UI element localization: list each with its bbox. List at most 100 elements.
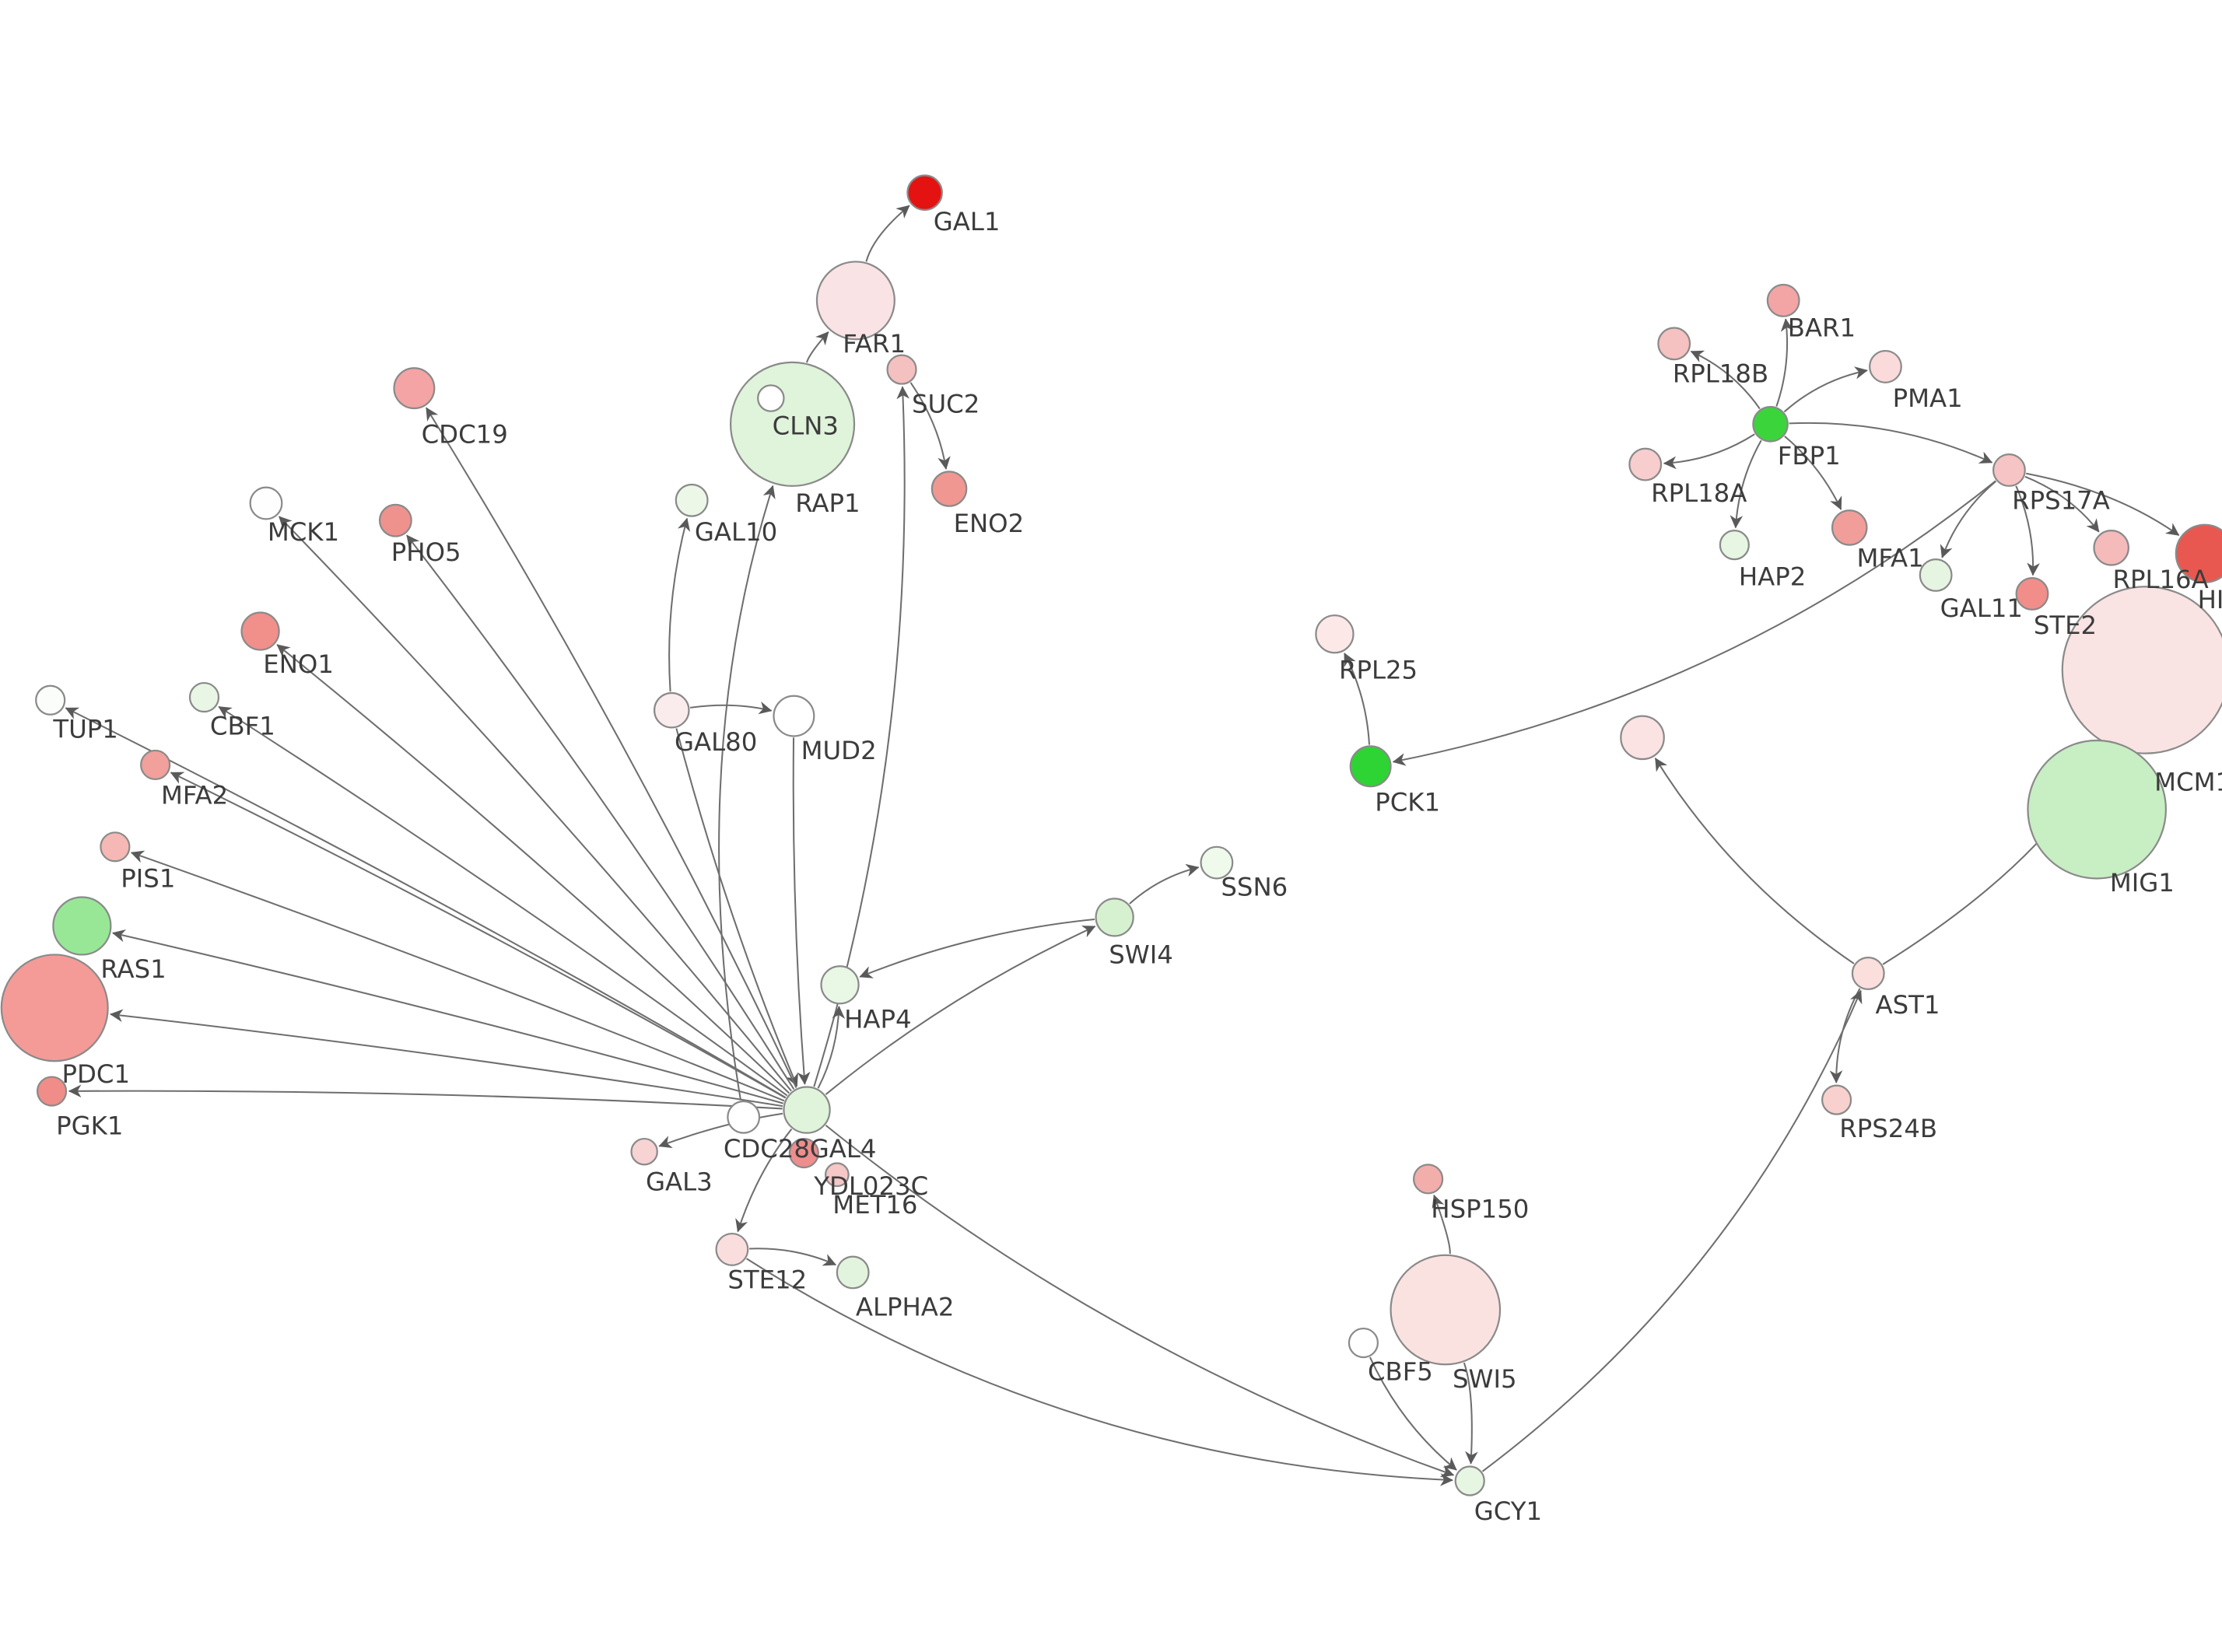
node-mcm1[interactable] (2061, 586, 2222, 754)
node-gcy1[interactable] (1454, 1465, 1485, 1496)
node-rps24b[interactable] (1821, 1084, 1852, 1115)
node-fbp1[interactable] (1752, 406, 1789, 443)
node-cbf5[interactable] (1348, 1327, 1379, 1359)
edge-fbp1-rpl18a[interactable] (1663, 433, 1755, 470)
edge-fbp1-mfa1[interactable] (1784, 436, 1842, 510)
edge-gal4-mfa2[interactable] (170, 772, 787, 1099)
edge-gal4-pdc1[interactable] (110, 1009, 783, 1108)
edge-rps17a-gal11[interactable] (1940, 480, 1997, 558)
edge-gal4-eno1[interactable] (276, 644, 790, 1094)
edge-gal80-gal4[interactable] (675, 728, 798, 1087)
node-pck1[interactable] (1349, 745, 1392, 788)
node-gal80[interactable] (653, 691, 690, 729)
node-gal11[interactable] (1919, 558, 1953, 592)
edge-fbp1-pma1[interactable] (1783, 366, 1868, 413)
edge-gcy1-ast1[interactable] (1481, 989, 1863, 1472)
edge-fbp1-bar1[interactable] (1775, 318, 1794, 407)
node-pis1[interactable] (100, 831, 131, 863)
node-cdc28[interactable] (727, 1100, 761, 1134)
node-his4[interactable] (2175, 523, 2222, 583)
edge-ste12-alpha2[interactable] (749, 1248, 837, 1266)
node-suc2[interactable] (886, 354, 917, 385)
node-ste2[interactable] (2015, 577, 2049, 611)
node-gal10[interactable] (675, 483, 709, 517)
node-rap1[interactable] (757, 384, 785, 412)
node-pma1[interactable] (1868, 349, 1902, 383)
node-bar1[interactable] (1766, 283, 1800, 317)
node-hsp150[interactable] (1413, 1164, 1444, 1195)
node-ste12[interactable] (715, 1232, 749, 1266)
edge-swi4-ssn6[interactable] (1129, 863, 1200, 905)
node-pho5[interactable] (378, 503, 412, 537)
edge-gal4-gcy1[interactable] (825, 1125, 1455, 1478)
node-ydl023c[interactable] (788, 1137, 819, 1169)
edge-rps17a-ste2[interactable] (2015, 485, 2040, 576)
node-swi5[interactable] (1390, 1254, 1502, 1366)
node-rpl18a[interactable] (1628, 447, 1663, 481)
node-rpl25[interactable] (1315, 614, 1355, 654)
edge-gal80-gal10[interactable] (668, 517, 691, 692)
edge-rps17a-rpl16a[interactable] (2024, 475, 2100, 533)
edge-ast1-n1[interactable] (1654, 758, 1855, 964)
edge-far1-gal1[interactable] (865, 205, 910, 262)
node-pdc1[interactable] (0, 954, 109, 1062)
node-cdc19[interactable] (393, 367, 436, 410)
node-eno1[interactable] (240, 611, 280, 651)
node-label-suc2: SUC2 (912, 390, 980, 419)
edge-cbf5-gcy1[interactable] (1369, 1356, 1457, 1471)
node-far1[interactable] (815, 261, 895, 341)
edge-swi5-gcy1[interactable] (1463, 1362, 1478, 1465)
edge-gal4-cdc19[interactable] (426, 407, 797, 1089)
edge-gal4-cbf1[interactable] (218, 705, 788, 1097)
node-gal4[interactable] (783, 1086, 831, 1134)
node-tup1[interactable] (35, 684, 66, 716)
node-mfa2[interactable] (140, 749, 171, 781)
node-ras1[interactable] (52, 896, 112, 956)
node-ssn6[interactable] (1200, 845, 1234, 880)
node-mud2[interactable] (773, 695, 815, 737)
edge-fbp1-hap2[interactable] (1730, 439, 1762, 529)
edge-swi4-hap4[interactable] (859, 918, 1095, 978)
node-mfa1[interactable] (1831, 509, 1868, 546)
node-gal3[interactable] (630, 1137, 658, 1166)
edge-rps17a-pck1[interactable] (1392, 480, 1996, 766)
node-hap4[interactable] (820, 965, 860, 1005)
node-gal1[interactable] (906, 174, 943, 212)
node-cbf1[interactable] (188, 681, 220, 713)
edge-gal4-ste12[interactable] (735, 1129, 793, 1233)
node-rpl16a[interactable] (2093, 530, 2129, 566)
edge-suc2-eno2[interactable] (909, 382, 951, 470)
node-mig1[interactable] (2027, 739, 2168, 880)
edge-mud2-gal4[interactable] (792, 737, 811, 1085)
edge-gal4-hap4[interactable] (817, 1006, 846, 1089)
node-swi4[interactable] (1095, 898, 1134, 937)
edge-gal4-pis1[interactable] (130, 850, 785, 1102)
edge-ste12-gcy1[interactable] (746, 1258, 1453, 1486)
edge-fbp1-rpl18b[interactable] (1690, 350, 1761, 410)
node-mck1[interactable] (249, 486, 283, 520)
edge-gal4-ras1[interactable] (112, 929, 783, 1104)
node-n1[interactable] (1620, 715, 1665, 761)
edge-gal4-swi4[interactable] (825, 926, 1096, 1095)
edge-rps17a-his4[interactable] (2026, 472, 2180, 537)
edge-gal4-pho5[interactable] (406, 534, 795, 1090)
edge-gal80-mud2[interactable] (689, 702, 773, 715)
node-rps17a[interactable] (1992, 453, 2026, 487)
node-eno2[interactable] (931, 471, 968, 507)
edge-gal4-gal3[interactable] (658, 1112, 783, 1149)
edge-cdc28-cln3[interactable] (718, 485, 776, 1101)
node-hap2[interactable] (1719, 530, 1750, 561)
node-alpha2[interactable] (836, 1255, 870, 1290)
node-rpl18b[interactable] (1657, 327, 1691, 361)
edge-pck1-rpl25[interactable] (1344, 653, 1371, 745)
edge-swi5-hsp150[interactable] (1432, 1194, 1451, 1255)
node-pgk1[interactable] (36, 1076, 68, 1107)
node-met16[interactable] (824, 1162, 850, 1188)
edge-fbp1-rps17a[interactable] (1789, 422, 1993, 464)
edge-gal4-mck1[interactable] (279, 516, 792, 1092)
node-ast1[interactable] (1851, 957, 1885, 990)
edge-gal4-tup1[interactable] (65, 707, 787, 1099)
edge-gal4-pgk1[interactable] (68, 1084, 783, 1110)
edge-cln3-far1[interactable] (806, 331, 829, 363)
